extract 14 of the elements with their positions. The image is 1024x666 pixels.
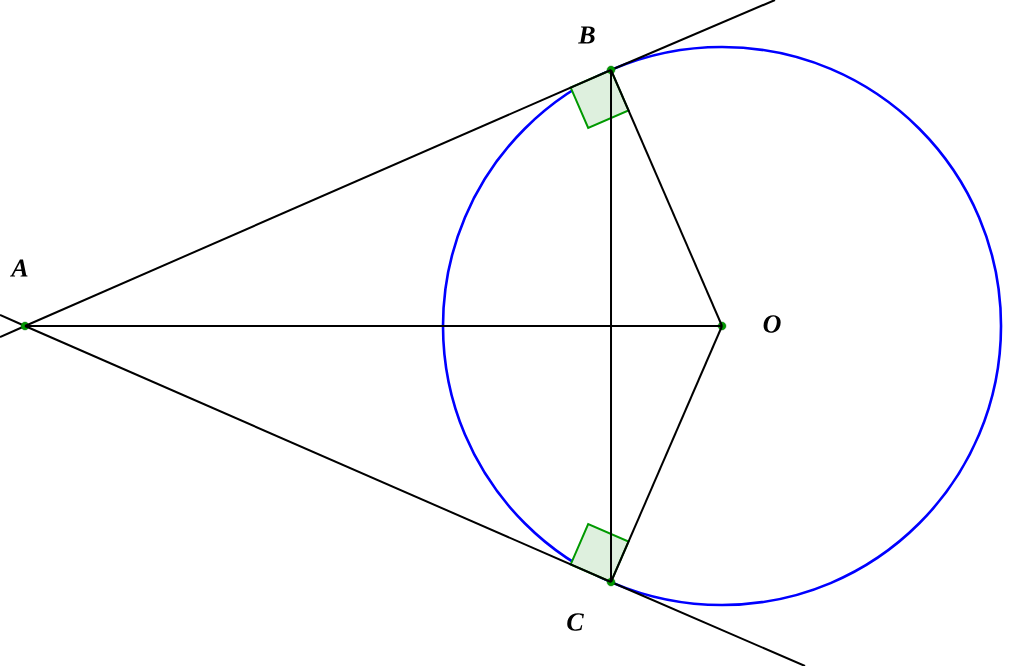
point-label: A xyxy=(10,259,28,277)
line-segment xyxy=(610,69,612,583)
point-label: B xyxy=(578,26,595,44)
point xyxy=(606,577,616,587)
point xyxy=(606,65,616,75)
point-label: C xyxy=(567,613,584,631)
point-label: O xyxy=(763,315,781,333)
line-segment xyxy=(24,325,723,327)
line-segment xyxy=(24,325,612,583)
line-segment xyxy=(610,69,723,327)
point xyxy=(20,321,30,331)
point xyxy=(717,321,727,331)
line-segment xyxy=(610,325,723,583)
line-segment xyxy=(24,69,612,327)
